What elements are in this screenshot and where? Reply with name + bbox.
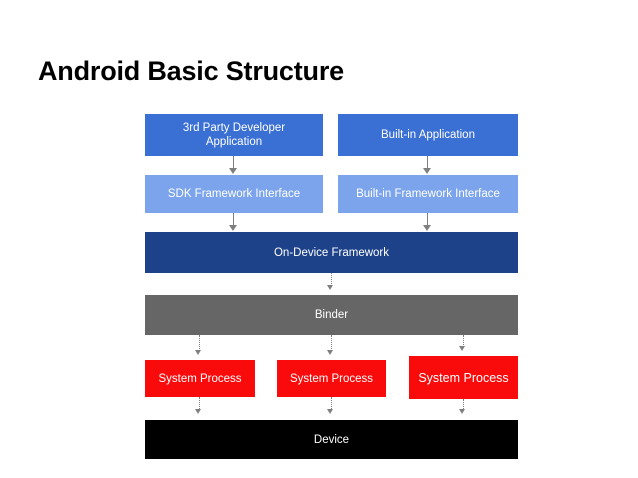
node-binder[interactable]: Binder [145, 295, 518, 335]
connector-on-device-framework-to-binder [331, 273, 332, 286]
arrowhead-sdk-framework-to-on-device-framework [229, 225, 237, 231]
arrowhead-system-process-2-to-device [327, 409, 333, 414]
node-third-party-developer-application[interactable]: 3rd Party Developer Application [145, 114, 323, 156]
connector-third-party-app-to-sdk-framework [233, 156, 234, 169]
arrowhead-binder-to-system-process-3 [459, 346, 465, 351]
connector-system-process-2-to-device [331, 397, 332, 409]
arrowhead-binder-to-system-process-2 [327, 350, 333, 355]
node-sdk-framework-interface[interactable]: SDK Framework Interface [145, 175, 323, 213]
page-title: Android Basic Structure [38, 56, 344, 86]
connector-binder-to-system-process-1 [199, 335, 200, 351]
arrowhead-binder-to-system-process-1 [195, 350, 201, 355]
connector-built-in-framework-to-on-device-framework [427, 213, 428, 226]
connector-sdk-framework-to-on-device-framework [233, 213, 234, 226]
arrowhead-system-process-1-to-device [195, 409, 201, 414]
arrowhead-built-in-app-to-built-in-framework [423, 168, 431, 174]
arrowhead-system-process-3-to-device [459, 409, 465, 414]
node-built-in-application[interactable]: Built-in Application [338, 114, 518, 156]
connector-system-process-1-to-device [199, 397, 200, 409]
node-built-in-framework-interface[interactable]: Built-in Framework Interface [338, 175, 518, 213]
node-system-process-3[interactable]: System Process [409, 356, 518, 399]
connector-binder-to-system-process-3 [463, 335, 464, 347]
node-system-process-1[interactable]: System Process [145, 360, 255, 397]
arrowhead-third-party-app-to-sdk-framework [229, 168, 237, 174]
connector-binder-to-system-process-2 [331, 335, 332, 351]
node-system-process-2[interactable]: System Process [277, 360, 386, 397]
arrowhead-on-device-framework-to-binder [327, 285, 333, 290]
arrowhead-built-in-framework-to-on-device-framework [423, 225, 431, 231]
node-on-device-framework[interactable]: On-Device Framework [145, 232, 518, 273]
connector-built-in-app-to-built-in-framework [427, 156, 428, 169]
connector-system-process-3-to-device [463, 399, 464, 409]
node-device[interactable]: Device [145, 420, 518, 459]
